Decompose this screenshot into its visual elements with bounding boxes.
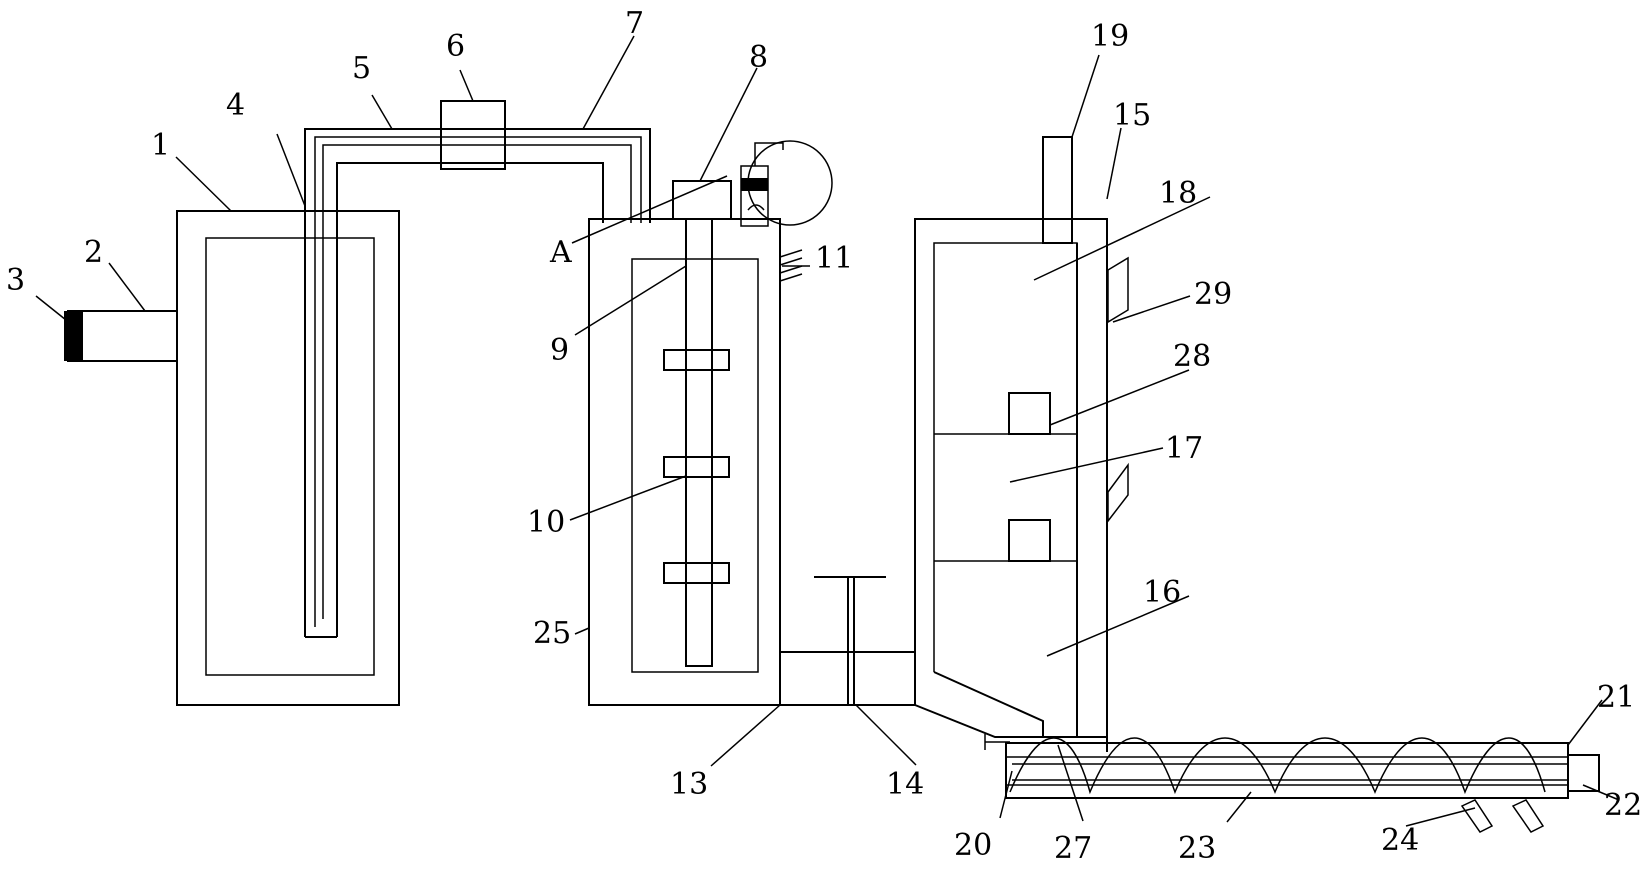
detail-a: [740, 140, 833, 227]
label-21: 21: [1597, 680, 1635, 715]
leader-lines: [35, 35, 1620, 827]
label-17: 17: [1165, 431, 1203, 466]
label-27: 27: [1054, 831, 1092, 866]
label-25: 25: [533, 616, 571, 651]
label-16: 16: [1143, 575, 1181, 610]
label-1: 1: [151, 128, 170, 163]
label-5: 5: [352, 51, 371, 86]
label-22: 22: [1604, 788, 1642, 823]
label-9: 9: [550, 333, 569, 368]
label-3: 3: [6, 263, 25, 298]
label-6: 6: [446, 29, 465, 64]
label-14: 14: [886, 767, 924, 802]
mixing-tank: [588, 180, 803, 706]
left-tank: [176, 210, 400, 706]
label-28: 28: [1173, 339, 1211, 374]
label-15: 15: [1113, 98, 1151, 133]
connecting-pipe: [304, 100, 651, 638]
label-4: 4: [226, 88, 245, 123]
label-11: 11: [815, 241, 853, 276]
label-23: 23: [1178, 831, 1216, 866]
label-a: A: [549, 235, 572, 270]
label-7: 7: [625, 6, 644, 41]
right-tower: [914, 136, 1129, 752]
connector-pipe: [780, 576, 915, 706]
screw-conveyor: [984, 734, 1600, 833]
label-10: 10: [527, 505, 565, 540]
label-19: 19: [1091, 19, 1129, 54]
label-2: 2: [84, 235, 103, 270]
label-29: 29: [1194, 277, 1232, 312]
label-20: 20: [954, 828, 992, 863]
label-24: 24: [1381, 823, 1419, 858]
label-8: 8: [749, 40, 768, 75]
inlet-pipe: [64, 310, 178, 362]
part-labels: 1 2 3 4 5 6 7 8 9 10 11 13 14 15 16 17 1…: [6, 6, 1642, 866]
label-18: 18: [1159, 176, 1197, 211]
label-13: 13: [670, 767, 708, 802]
